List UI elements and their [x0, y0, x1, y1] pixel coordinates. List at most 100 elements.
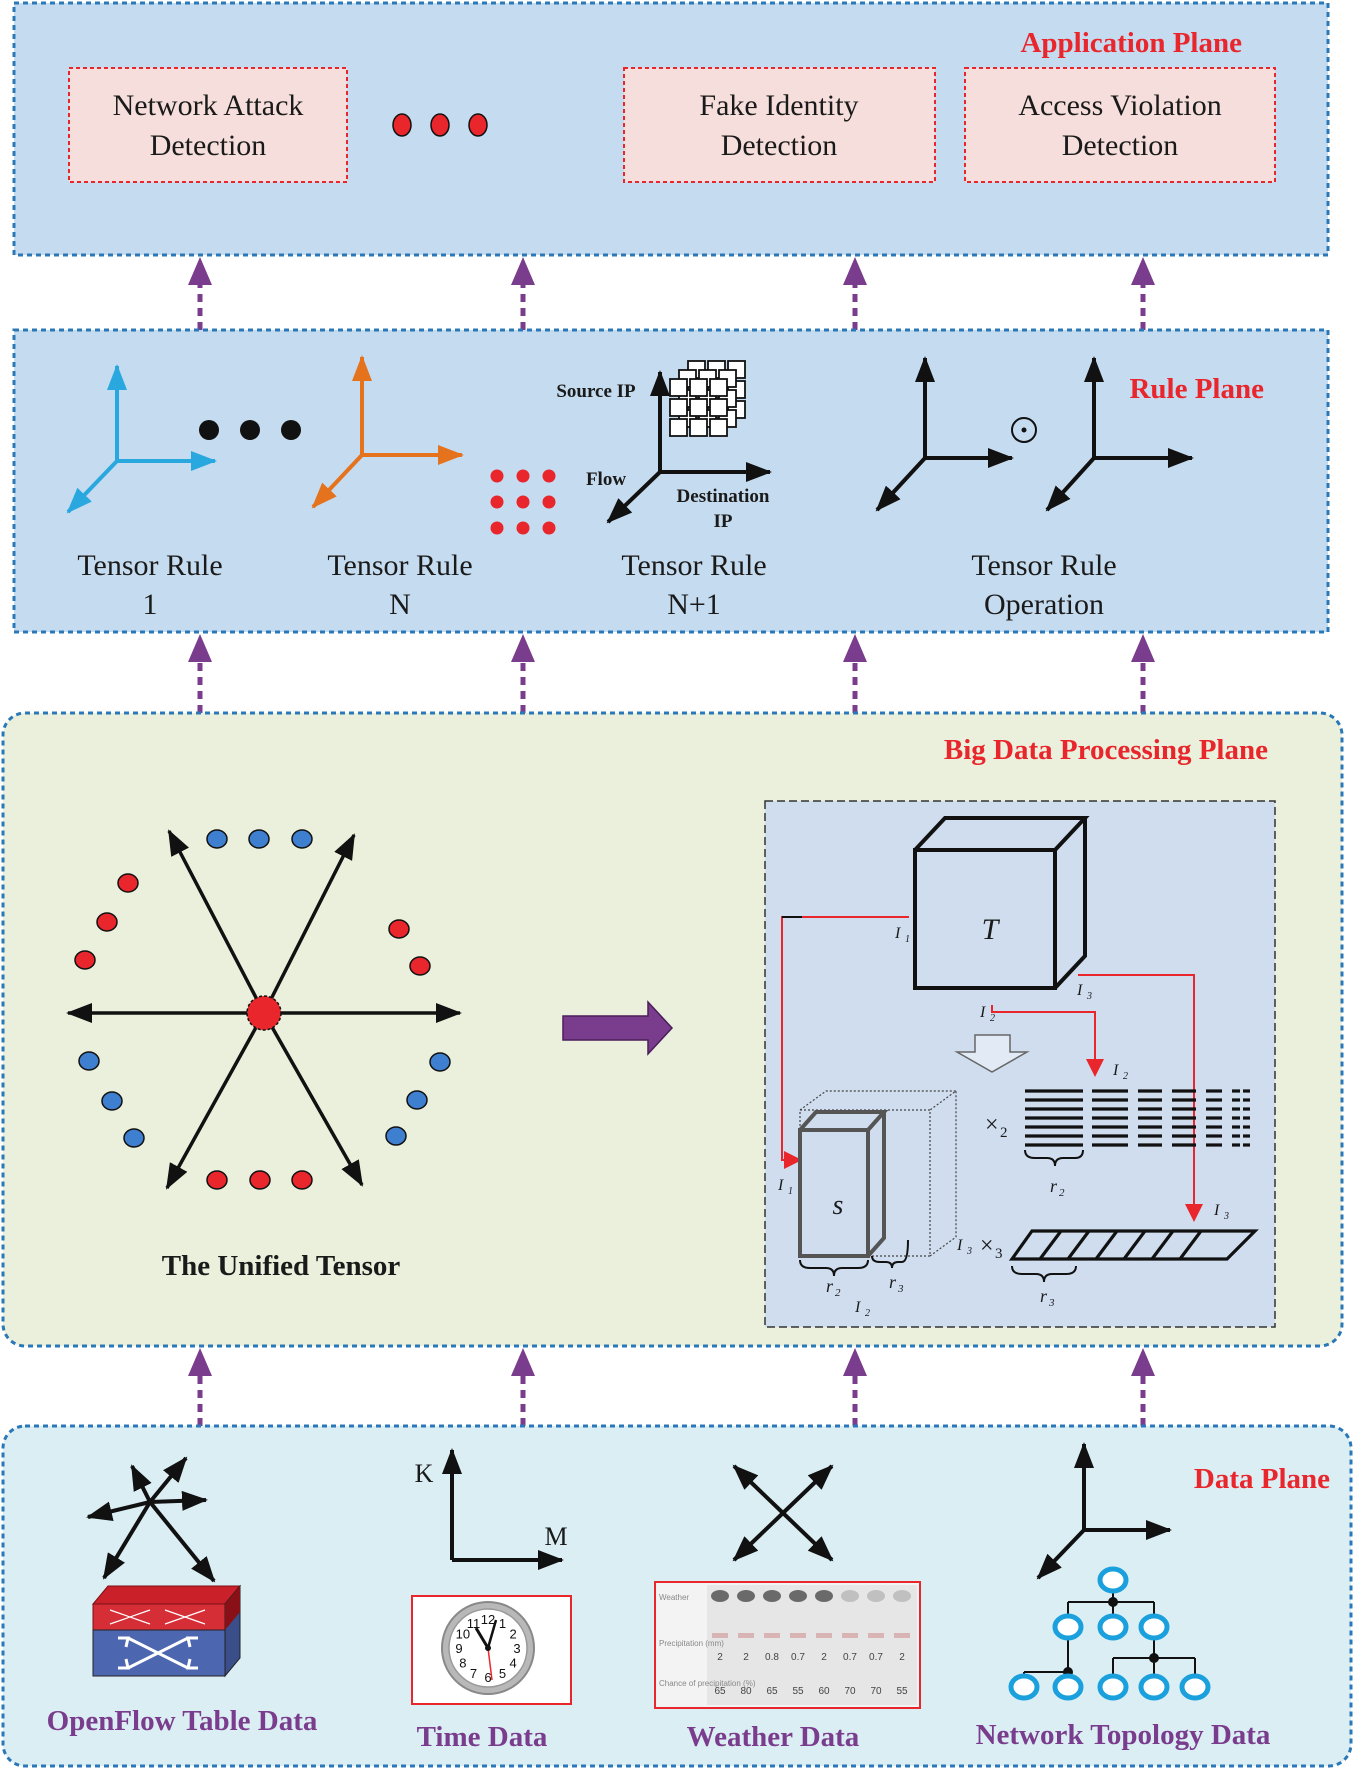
precip-value: 2	[717, 1652, 723, 1663]
label-r3-factor: r	[1040, 1286, 1048, 1306]
core-tensor-label: T	[982, 913, 1001, 946]
weather-row-label: Chance of precipitation (%)	[659, 1679, 756, 1688]
time-dot	[516, 521, 530, 535]
times-subscript: 2	[1000, 1125, 1008, 1141]
u3-brace	[1011, 1265, 1077, 1283]
label-r2-core: r	[826, 1276, 834, 1296]
label-r2-core-sub: 2	[835, 1287, 841, 1299]
weather-row-label: Weather	[659, 1593, 689, 1602]
data-source-label: Weather Data	[687, 1721, 860, 1753]
tensor-rule-label: Tensor Rule	[327, 549, 472, 582]
index-labels: I 1 I 2 I 3 I 2 I 3 I 1 I 3 I 2	[777, 925, 1229, 1319]
label-i1-top: I	[894, 925, 901, 942]
label-r3-factor-sub: 3	[1048, 1297, 1055, 1309]
time-dot	[516, 469, 530, 483]
small-core-label: s	[833, 1190, 844, 1221]
application-plane: Application Plane Network Attack Detecti…	[12, 1, 1330, 257]
grid-cell	[689, 378, 708, 397]
tensor-rule-label: Tensor Rule	[971, 549, 1116, 582]
label-i2-top: I	[979, 1004, 986, 1021]
label-i2-core: I	[854, 1299, 861, 1316]
openflow-switch-icon	[91, 1584, 242, 1678]
unified-tensor-label: The Unified Tensor	[162, 1250, 401, 1282]
precip-bar	[842, 1633, 858, 1638]
grid-cell	[709, 398, 728, 417]
tensor-dot	[74, 950, 96, 970]
rule-plane: Rule Plane Source IP Flow Destination	[12, 328, 1330, 634]
topology-node	[1097, 1673, 1129, 1701]
tucker-decomposition-panel: T I 1 I 2 I 3 I 2 I 3 I 1	[764, 800, 1276, 1328]
axis-label-source-ip: Source IP	[556, 381, 636, 402]
arrows-bigdata-to-rule	[188, 634, 1155, 713]
box-label-line1: Fake Identity	[699, 89, 858, 122]
fake-identity-detection-box[interactable]: Fake Identity Detection	[623, 67, 936, 183]
tensor-rule-label: Tensor Rule	[621, 549, 766, 582]
label-i3-top: I	[1076, 982, 1083, 999]
odot-operator	[1011, 417, 1037, 443]
arrow-up-icon	[511, 634, 535, 662]
chance-value: 80	[740, 1686, 752, 1697]
access-violation-detection-box[interactable]: Access Violation Detection	[964, 67, 1276, 183]
network-attack-detection-box[interactable]: Network Attack Detection	[68, 67, 348, 183]
chance-value: 70	[870, 1686, 882, 1697]
data-plane: Data Plane	[1, 469, 1353, 1768]
label-r2-factor-sub: 2	[1059, 1187, 1065, 1199]
arrow-up-icon	[188, 1348, 212, 1376]
tensor-dot	[206, 829, 228, 849]
tensor-rule-n1-axes	[606, 370, 772, 524]
arrow-up-icon	[511, 257, 535, 285]
data-source-label: Time Data	[417, 1721, 548, 1753]
weather-cloud-icon	[893, 1590, 911, 1602]
star-axis-arrow	[262, 1012, 364, 1187]
precip-value: 0.7	[791, 1652, 805, 1663]
grid-cell	[709, 378, 728, 397]
box-label-line2: Detection	[721, 129, 838, 162]
topology-node	[1008, 1673, 1040, 1701]
tensor-dot	[249, 1170, 271, 1190]
label-i1-core-sub: 1	[788, 1186, 793, 1197]
network-topology-icon	[1008, 1566, 1211, 1701]
tensor-dot	[123, 1128, 145, 1148]
label-i3-factor-sub: 3	[1223, 1211, 1229, 1222]
chance-value: 60	[818, 1686, 830, 1697]
weather-cloud-icon	[737, 1590, 755, 1602]
arrow-up-icon	[188, 257, 212, 285]
tensor-rule-index: Operation	[984, 588, 1104, 621]
arrow-up-icon	[843, 257, 867, 285]
unified-tensor-center	[246, 995, 282, 1031]
grid-cell	[689, 418, 708, 437]
label-r2-factor: r	[1050, 1176, 1058, 1196]
box-label-line1: Network Attack	[113, 89, 304, 122]
tensor-dot	[206, 1170, 228, 1190]
application-plane-title: Application Plane	[1020, 27, 1242, 59]
tensor-dot	[385, 1126, 407, 1146]
weather-cloud-icon	[815, 1590, 833, 1602]
tensor-rule-label: Tensor Rule	[77, 549, 222, 582]
big-data-plane-title: Big Data Processing Plane	[944, 734, 1268, 766]
precip-value: 0.7	[869, 1652, 883, 1663]
rule-grid-cube	[669, 360, 746, 437]
precip-bar	[712, 1633, 728, 1638]
topology-node	[1052, 1673, 1084, 1701]
box-label-line2: Detection	[1062, 129, 1179, 162]
label-i3-core-sub: 3	[966, 1246, 972, 1257]
time-dot	[542, 495, 556, 509]
small-core-tensor	[798, 1110, 889, 1258]
arrow-up-icon	[1131, 1348, 1155, 1376]
label-i2-factor-sub: 2	[1123, 1071, 1128, 1082]
times-symbol: ×	[985, 1112, 999, 1138]
precip-value: 2	[743, 1652, 749, 1663]
core-brace-labels: r 2 r 3	[826, 1272, 904, 1299]
topology-node	[1097, 1566, 1129, 1594]
unified-tensor-star	[66, 829, 462, 1190]
clock-number: 10	[456, 1627, 470, 1642]
weather-row-label: Precipitation (mm)	[659, 1639, 724, 1648]
data-plane-title: Data Plane	[1194, 1463, 1330, 1495]
tensor-dot	[78, 1051, 100, 1071]
time-axes	[442, 1448, 564, 1570]
core-braces	[799, 1239, 909, 1277]
axis-label-flow: Flow	[586, 469, 626, 490]
times-2-operator: × 2	[985, 1112, 1008, 1141]
